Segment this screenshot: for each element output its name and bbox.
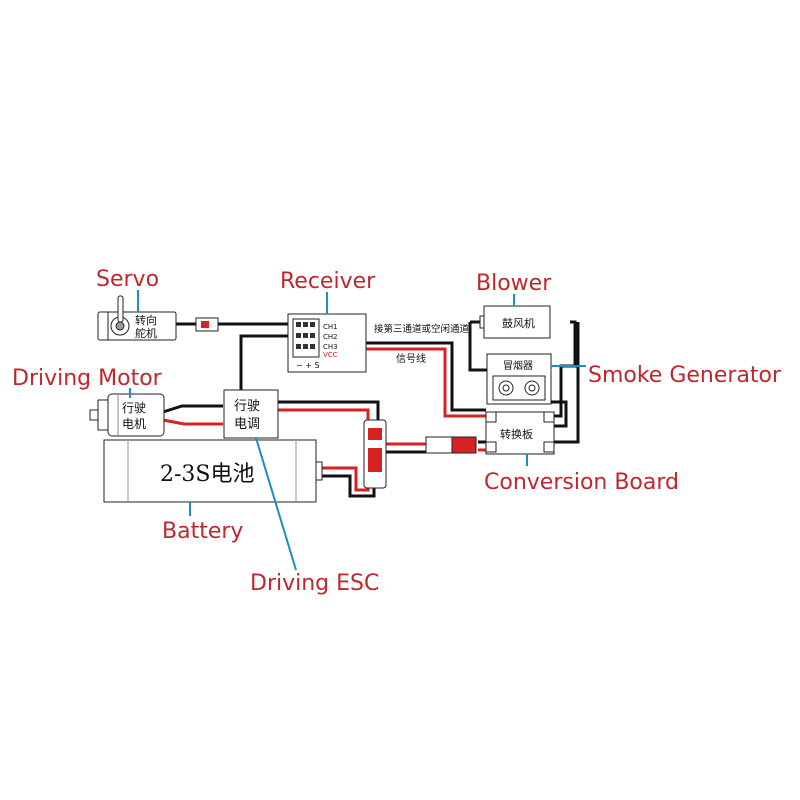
- esc-splitter-wire-red: [277, 408, 370, 422]
- motor-cn-label-1: 行驶: [122, 400, 146, 415]
- servo-cn-label-1: 转向: [135, 313, 157, 327]
- motor-cn-label-2: 电机: [122, 417, 146, 431]
- receiver-board-wire-black: [366, 341, 486, 412]
- driving-esc-label: Driving ESC: [250, 571, 379, 596]
- servo-label: Servo: [96, 267, 159, 292]
- receiver-ch1: CH1: [323, 323, 338, 331]
- esc-splitter-wire-black: [277, 400, 380, 422]
- smoke-generator: 冒烟器: [486, 353, 552, 405]
- battery-label: Battery: [162, 519, 243, 544]
- smoke-generator-label: Smoke Generator: [588, 363, 782, 388]
- blower-cn-label: 鼓风机: [502, 316, 535, 330]
- servo-cn-label-2: 舵机: [135, 326, 157, 340]
- servo: 转向 舵机: [97, 295, 177, 341]
- receiver-vcc: VCC: [323, 351, 338, 359]
- esc-cn-label-2: 电调: [234, 417, 260, 432]
- receiver-bottom-label: − + S: [296, 361, 320, 370]
- channel-note: 接第三通道或空闲通道: [374, 323, 470, 335]
- receiver: CH1 CH2 CH3 VCC − + S: [287, 313, 367, 373]
- servo-connector-pin: [201, 321, 209, 328]
- board-smoke-wire: [550, 400, 568, 428]
- battery-cn-label: 2-3S电池: [160, 462, 255, 487]
- battery-splitter-wire-red: [320, 466, 370, 492]
- esc-cn-label-1: 行驶: [234, 399, 260, 414]
- conversion-board: 转换板: [485, 411, 555, 455]
- esc-receiver-wire: [239, 334, 290, 390]
- receiver-ch3: CH3: [323, 343, 338, 351]
- battery: 2-3S电池: [103, 439, 323, 503]
- splitter-plug: [425, 436, 453, 454]
- motor-esc-wire-red: [162, 418, 223, 426]
- driving-motor-label: Driving Motor: [12, 366, 163, 391]
- driving-motor: 行驶 电机: [89, 393, 165, 437]
- receiver-board-wire-red: [366, 347, 486, 418]
- battery-splitter-wire-black: [320, 474, 376, 498]
- receiver-label: Receiver: [280, 269, 376, 294]
- blower-smoke-wire: [468, 320, 487, 372]
- splitter-board-wire-black: [386, 448, 434, 454]
- receiver-ch2: CH2: [323, 333, 338, 341]
- signal-wire-note: 信号线: [396, 352, 426, 365]
- blower-label: Blower: [476, 271, 552, 296]
- driving-esc-leader: [255, 437, 297, 571]
- board-loop-wire: [553, 322, 580, 444]
- y-harness: [363, 419, 387, 489]
- blower: 鼓风机: [479, 305, 551, 339]
- motor-esc-wire-black: [162, 404, 223, 414]
- smoke-cn-label: 冒烟器: [503, 359, 533, 372]
- conversion-board-label: Conversion Board: [484, 470, 679, 495]
- splitter-plug-red: [451, 436, 477, 454]
- board-cn-label: 转换板: [500, 427, 533, 441]
- driving-esc: 行驶 电调: [223, 389, 279, 439]
